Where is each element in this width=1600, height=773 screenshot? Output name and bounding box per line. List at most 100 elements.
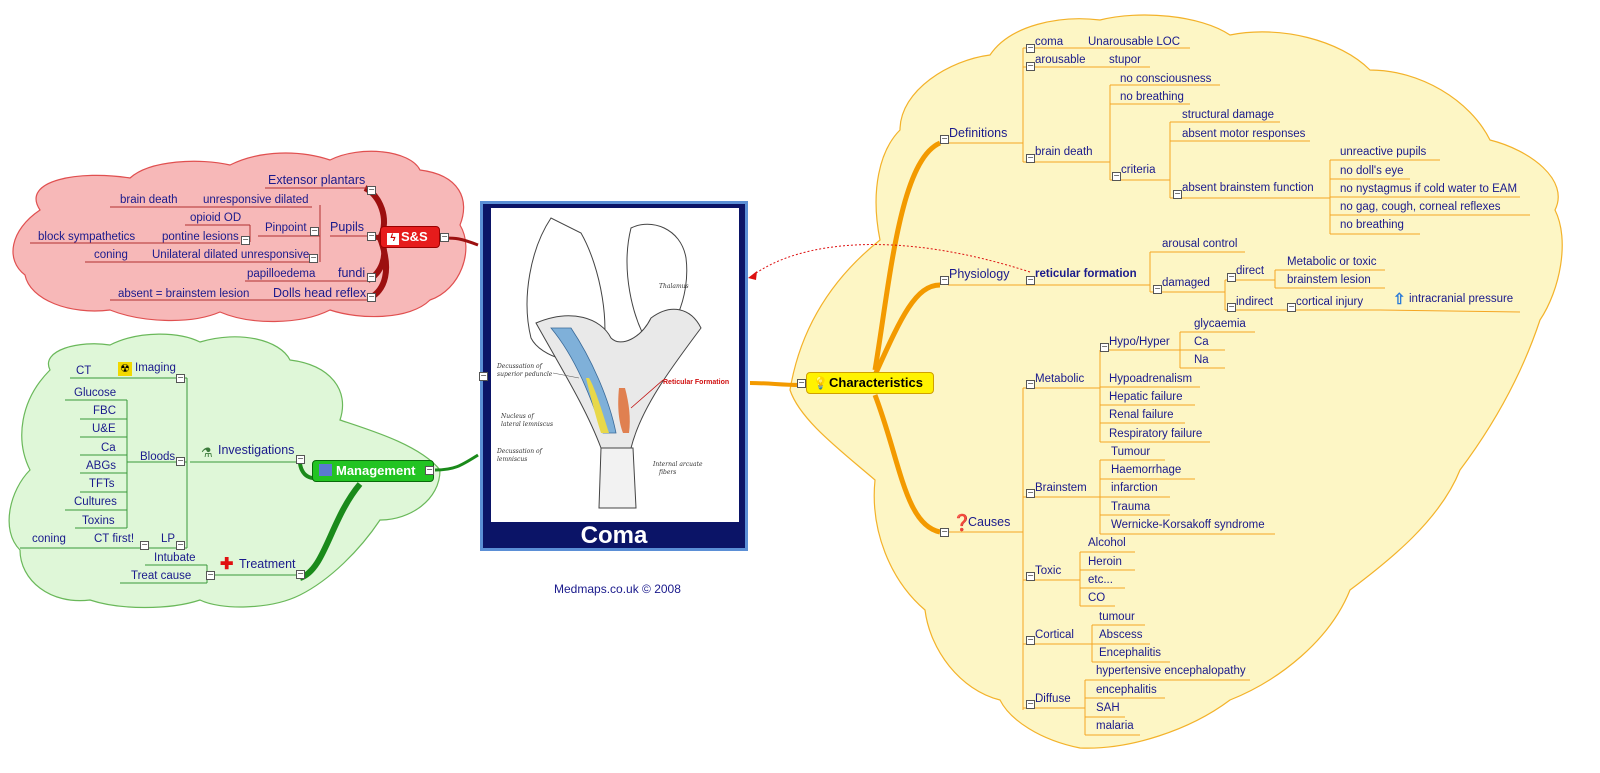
node-no-consciousness[interactable]: no consciousness [1120, 73, 1212, 85]
diffuse-item[interactable]: malaria [1096, 720, 1134, 732]
node-damaged[interactable]: damaged [1162, 277, 1210, 289]
node-absent-brainstem[interactable]: absent = brainstem lesion [118, 288, 250, 300]
node-pupils[interactable]: Pupils [330, 220, 365, 234]
node-cortical-injury[interactable]: cortical injury [1296, 296, 1364, 308]
blood-item[interactable]: Cultures [74, 496, 117, 508]
collapse-toggle[interactable]: − [1026, 153, 1035, 163]
blood-item[interactable]: U&E [92, 423, 116, 435]
blood-item[interactable]: Ca [101, 442, 116, 454]
brainstem-test-item[interactable]: no nystagmus if cold water to EAM [1340, 183, 1518, 195]
node-brainstem-lesion[interactable]: brainstem lesion [1287, 274, 1371, 286]
node-block-sympathetics[interactable]: block sympathetics [38, 231, 136, 243]
collapse-toggle[interactable]: − [176, 456, 185, 466]
collapse-toggle[interactable]: − [940, 275, 949, 285]
brainstem-cause-item[interactable]: Haemorrhage [1111, 464, 1182, 476]
metabolic-item[interactable]: Respiratory failure [1109, 428, 1203, 440]
collapse-toggle[interactable]: − [1287, 302, 1296, 312]
brainstem-test-item[interactable]: unreactive pupils [1340, 146, 1427, 158]
collapse-toggle[interactable]: − [1026, 699, 1035, 709]
collapse-toggle[interactable]: − [1227, 272, 1236, 282]
brainstem-test-item[interactable]: no breathing [1340, 219, 1404, 231]
metabolic-item[interactable]: Hypoadrenalism [1109, 373, 1193, 385]
node-dolls-head[interactable]: Dolls head reflex [273, 286, 367, 300]
node-coning-lp[interactable]: coning [32, 533, 66, 545]
characteristics-node[interactable]: 💡Characteristics [806, 372, 934, 394]
collapse-toggle[interactable]: − [241, 235, 250, 245]
node-treat-cause[interactable]: Treat cause [131, 570, 192, 582]
node-unilateral-dilated[interactable]: Unilateral dilated unresponsive [152, 249, 310, 261]
collapse-toggle[interactable]: − [1153, 284, 1162, 294]
node-unarousable[interactable]: Unarousable LOC [1088, 36, 1181, 48]
node-brain-death-def[interactable]: brain death [1035, 146, 1093, 158]
collapse-toggle[interactable]: − [1100, 342, 1109, 352]
collapse-toggle[interactable]: − [1026, 61, 1035, 71]
brainstem-cause-item[interactable]: Wernicke-Korsakoff syndrome [1111, 519, 1265, 531]
toxic-item[interactable]: CO [1088, 592, 1106, 604]
collapse-toggle[interactable]: − [296, 454, 305, 464]
node-definitions[interactable]: Definitions [949, 126, 1008, 140]
collapse-toggle[interactable]: − [367, 185, 376, 195]
node-fundi[interactable]: fundi [338, 266, 366, 280]
diffuse-item[interactable]: hypertensive encephalopathy [1096, 665, 1246, 677]
collapse-toggle[interactable]: − [296, 569, 305, 579]
collapse-toggle[interactable]: − [140, 540, 149, 550]
blood-item[interactable]: TFTs [89, 478, 115, 490]
collapse-toggle[interactable]: − [940, 134, 949, 144]
node-pinpoint[interactable]: Pinpoint [265, 222, 307, 234]
collapse-toggle[interactable]: − [176, 373, 185, 383]
node-direct[interactable]: direct [1236, 265, 1265, 277]
node-imaging[interactable]: Imaging [135, 362, 176, 374]
node-intubate[interactable]: Intubate [154, 552, 196, 564]
node-pontine-lesions[interactable]: pontine lesions [162, 231, 239, 243]
node-reticular-formation[interactable]: reticular formation [1035, 268, 1137, 280]
brainstem-test-item[interactable]: no doll's eye [1340, 165, 1404, 177]
toxic-item[interactable]: Heroin [1088, 556, 1122, 568]
collapse-toggle[interactable]: − [1026, 488, 1035, 498]
blood-item[interactable]: Toxins [82, 515, 115, 527]
central-topic[interactable]: Decussation of superior peduncle Nucleus… [480, 201, 748, 551]
brainstem-test-item[interactable]: no gag, cough, corneal reflexes [1340, 201, 1501, 213]
node-intracranial-pressure[interactable]: intracranial pressure [1409, 293, 1514, 305]
cortical-item[interactable]: Abscess [1099, 629, 1143, 641]
brainstem-cause-item[interactable]: Trauma [1111, 501, 1151, 513]
node-brainstem-cause[interactable]: Brainstem [1035, 482, 1087, 494]
node-toxic[interactable]: Toxic [1035, 565, 1062, 577]
collapse-toggle[interactable]: − [425, 465, 434, 475]
collapse-toggle[interactable]: − [1026, 43, 1035, 53]
collapse-toggle[interactable]: − [1026, 379, 1035, 389]
node-indirect[interactable]: indirect [1236, 296, 1274, 308]
collapse-toggle[interactable]: − [1112, 171, 1121, 181]
node-ct-first[interactable]: CT first! [94, 533, 135, 545]
node-unresponsive-dilated[interactable]: unresponsive dilated [203, 194, 309, 206]
node-physiology[interactable]: Physiology [949, 267, 1010, 281]
node-brain-death[interactable]: brain death [120, 194, 178, 206]
diffuse-item[interactable]: encephalitis [1096, 684, 1157, 696]
toxic-item[interactable]: Alcohol [1088, 537, 1126, 549]
node-absent-motor[interactable]: absent motor responses [1182, 128, 1306, 140]
collapse-toggle[interactable]: − [1026, 635, 1035, 645]
node-bloods[interactable]: Bloods [140, 451, 176, 463]
node-coma[interactable]: coma [1035, 36, 1064, 48]
blood-item[interactable]: FBC [93, 405, 116, 417]
toxic-item[interactable]: etc... [1088, 574, 1113, 586]
node-metabolic-toxic[interactable]: Metabolic or toxic [1287, 256, 1377, 268]
management-node[interactable]: Management [312, 460, 434, 482]
node-treatment[interactable]: Treatment [239, 557, 296, 571]
node-cortical[interactable]: Cortical [1035, 629, 1074, 641]
collapse-toggle[interactable]: − [479, 371, 488, 381]
node-papilloedema[interactable]: papilloedema [247, 268, 316, 280]
collapse-toggle[interactable]: − [310, 226, 319, 236]
node-opioid-od[interactable]: opioid OD [190, 212, 242, 224]
collapse-toggle[interactable]: − [1026, 571, 1035, 581]
cortical-item[interactable]: tumour [1099, 611, 1135, 623]
collapse-toggle[interactable]: − [440, 232, 449, 242]
node-diffuse[interactable]: Diffuse [1035, 693, 1071, 705]
metabolic-item[interactable]: Renal failure [1109, 409, 1174, 421]
collapse-toggle[interactable]: − [1173, 189, 1182, 199]
metabolic-item[interactable]: Hepatic failure [1109, 391, 1183, 403]
hypo-hyper-item[interactable]: glycaemia [1194, 318, 1246, 330]
node-ct[interactable]: CT [76, 365, 92, 377]
collapse-toggle[interactable]: − [940, 527, 949, 537]
collapse-toggle[interactable]: − [1227, 302, 1236, 312]
